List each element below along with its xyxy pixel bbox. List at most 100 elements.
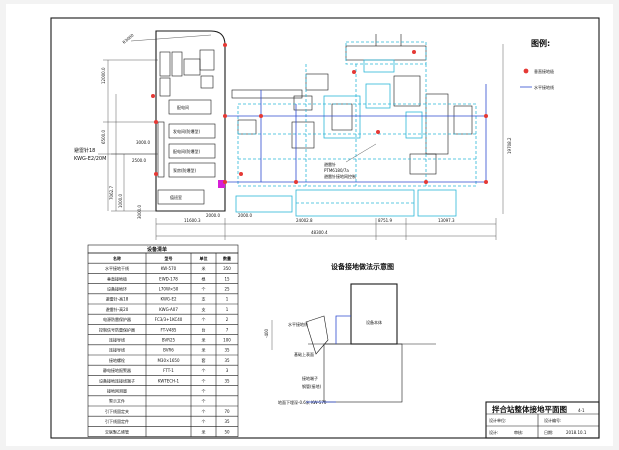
dim-vertical: 1000.0 bbox=[118, 194, 123, 208]
table-cell: 个 bbox=[202, 378, 206, 383]
bottom-dimensions: 11600.3 24002.8 8751.9 13097.3 48300.4 3… bbox=[132, 140, 497, 240]
lightning-rod-model: KWG-E2/20M bbox=[74, 156, 106, 162]
grounding-mesh bbox=[237, 41, 477, 187]
storage-tanks bbox=[159, 49, 215, 97]
table-cell: 交联聚乙烯管 bbox=[105, 428, 129, 434]
legend-item-vertical: 垂直接地极 bbox=[534, 68, 554, 74]
drawing-sheet: 图例: 垂直接地极 水平接地线 R3000 配电间 发电间(防爆型) 配电间(防… bbox=[6, 4, 613, 446]
table-cell: 35 bbox=[224, 378, 230, 383]
table-cell: 接地螺栓 bbox=[109, 357, 125, 363]
table-title: 设备清单 bbox=[147, 246, 167, 253]
aggregate-bins bbox=[235, 189, 457, 217]
surface-label: 基础上表面 bbox=[294, 351, 314, 357]
drawing-frame bbox=[50, 17, 600, 439]
legend: 图例: 垂直接地极 水平接地线 bbox=[520, 38, 554, 90]
dim-horizontal: 2000.0 bbox=[238, 213, 252, 218]
vertical-electrodes bbox=[151, 43, 488, 184]
title-block: 拌合站整体接地平面图 4-1 设计单位: 设计编号: 设计: 审核: 日期: 2… bbox=[485, 401, 600, 439]
horizontal-ground-wires bbox=[225, 84, 487, 183]
bottom-note: 地面下埋深-0.6米 KW-570 bbox=[278, 399, 327, 405]
table-cell: 35 bbox=[224, 348, 230, 353]
mixing-plant: 避雷针 PTM6180/7a 避雷针接地网控制 bbox=[231, 34, 473, 179]
table-cell: 支 bbox=[202, 306, 206, 312]
dim-vertical: 3000.0 bbox=[137, 205, 142, 219]
table-cell: 米 bbox=[202, 265, 206, 271]
date-value: 2018.10.1 bbox=[566, 430, 587, 435]
dim-vertical-right: 19708.2 bbox=[507, 137, 512, 154]
rod-note: 避雷针接地网控制 bbox=[324, 173, 356, 179]
pipe-label: 钢管(接地) bbox=[302, 383, 322, 389]
rod-note: 避雷针 bbox=[324, 161, 336, 167]
dim-horizontal: 8751.9 bbox=[378, 218, 392, 223]
dim-vertical: 12000.0 bbox=[101, 67, 106, 84]
dim-horizontal: 13097.3 bbox=[438, 218, 455, 223]
table-cell: 设备接地连接线端子 bbox=[99, 377, 135, 383]
table-cell: 控制信号防雷保护器 bbox=[99, 326, 135, 332]
dim-horizontal: 2500.0 bbox=[132, 158, 146, 163]
detail-drawing: 设备接地做法示意图 设备本体 基础上表面 水平接地线 接地端子 钢管(接地) -… bbox=[264, 262, 436, 405]
table-cell: 台 bbox=[202, 326, 206, 332]
date-label: 日期: bbox=[544, 429, 553, 435]
compound-outline bbox=[155, 30, 226, 212]
table-cell: M30×1650 bbox=[157, 358, 180, 363]
dim-total: 48300.4 bbox=[311, 230, 328, 235]
bracket bbox=[305, 315, 329, 355]
dim-horizontal: 11600.3 bbox=[184, 218, 201, 223]
table-cell: 垂直接地极 bbox=[107, 275, 127, 281]
grounding-tester-marker bbox=[218, 180, 225, 188]
table-cell: KWG-E2 bbox=[160, 297, 177, 302]
table-cell: 警示文件 bbox=[109, 398, 125, 404]
table-cell: BVR6 bbox=[163, 348, 174, 353]
table-cell: 水平接地干线 bbox=[105, 265, 129, 271]
sheet-code: 4-1 bbox=[578, 408, 585, 413]
table-cell: 1 bbox=[226, 307, 229, 312]
equipment-body bbox=[350, 283, 398, 345]
table-cell: 引下线固定件 bbox=[105, 418, 129, 424]
drawing-title: 拌合站整体接地平面图 bbox=[492, 404, 567, 414]
table-cell: L70W×50 bbox=[159, 287, 179, 292]
vertical-electrode-symbol bbox=[523, 68, 529, 74]
table-cell: 避雷针-高20 bbox=[106, 306, 129, 312]
table-header-cell: 型号 bbox=[165, 255, 173, 261]
design-number-label: 设计编号: bbox=[544, 417, 561, 423]
table-cell: EWD-178 bbox=[159, 276, 178, 281]
foundation bbox=[323, 343, 403, 403]
table-header-cell: 单位 bbox=[200, 255, 208, 261]
table-cell: 35 bbox=[224, 358, 230, 363]
lightning-rod-label: 避雷针18 bbox=[74, 147, 95, 154]
table-cell: KWTECH-1 bbox=[158, 378, 180, 383]
table-cell: 套 bbox=[202, 357, 206, 363]
table-cell: 静电接地报警器 bbox=[103, 367, 131, 373]
room-label: 发电间(防爆型) bbox=[173, 128, 201, 134]
table-cell: 接地网测量 bbox=[107, 388, 127, 394]
design-unit-label: 设计单位: bbox=[489, 417, 506, 423]
room-label: 值班室 bbox=[170, 194, 182, 200]
table-cell: 25 bbox=[224, 287, 230, 292]
terminal-label: 接地端子 bbox=[302, 375, 318, 381]
table-cell: 70 bbox=[224, 409, 230, 414]
table-cell: 35 bbox=[224, 419, 230, 424]
table-cell: KW-570 bbox=[161, 266, 177, 271]
table-cell: 个 bbox=[202, 317, 206, 322]
table-cell: 15 bbox=[224, 276, 230, 281]
table-header-cell: 数量 bbox=[222, 255, 231, 261]
table-cell: 米 bbox=[202, 347, 206, 353]
table-cell: 3 bbox=[226, 368, 229, 373]
table-cell: 个 bbox=[202, 399, 206, 404]
legend-item-horizontal: 水平接地线 bbox=[534, 84, 554, 90]
room-label: 配电间(防爆型) bbox=[173, 148, 201, 154]
legend-title: 图例: bbox=[531, 38, 550, 48]
table-cell: 个 bbox=[202, 389, 206, 394]
room-label: 泵房(防爆型) bbox=[173, 167, 197, 173]
dim-vertical: 6500.0 bbox=[101, 130, 106, 144]
table-cell: 2 bbox=[226, 317, 229, 322]
reviewer-label: 审核: bbox=[514, 429, 523, 435]
table-cell: FT-V485 bbox=[161, 327, 177, 332]
table-cell: 连接导线 bbox=[109, 337, 125, 343]
room-label: 配电间 bbox=[177, 104, 189, 110]
dim-horizontal: 3000.0 bbox=[136, 140, 150, 145]
table-cell: 电源防雷保护器 bbox=[103, 316, 131, 322]
room-blocks: 配电间 发电间(防爆型) 配电间(防爆型) 泵房(防爆型) 值班室 bbox=[157, 99, 216, 205]
depth-label: -400 bbox=[264, 328, 269, 338]
table-cell: 350 bbox=[223, 266, 231, 271]
